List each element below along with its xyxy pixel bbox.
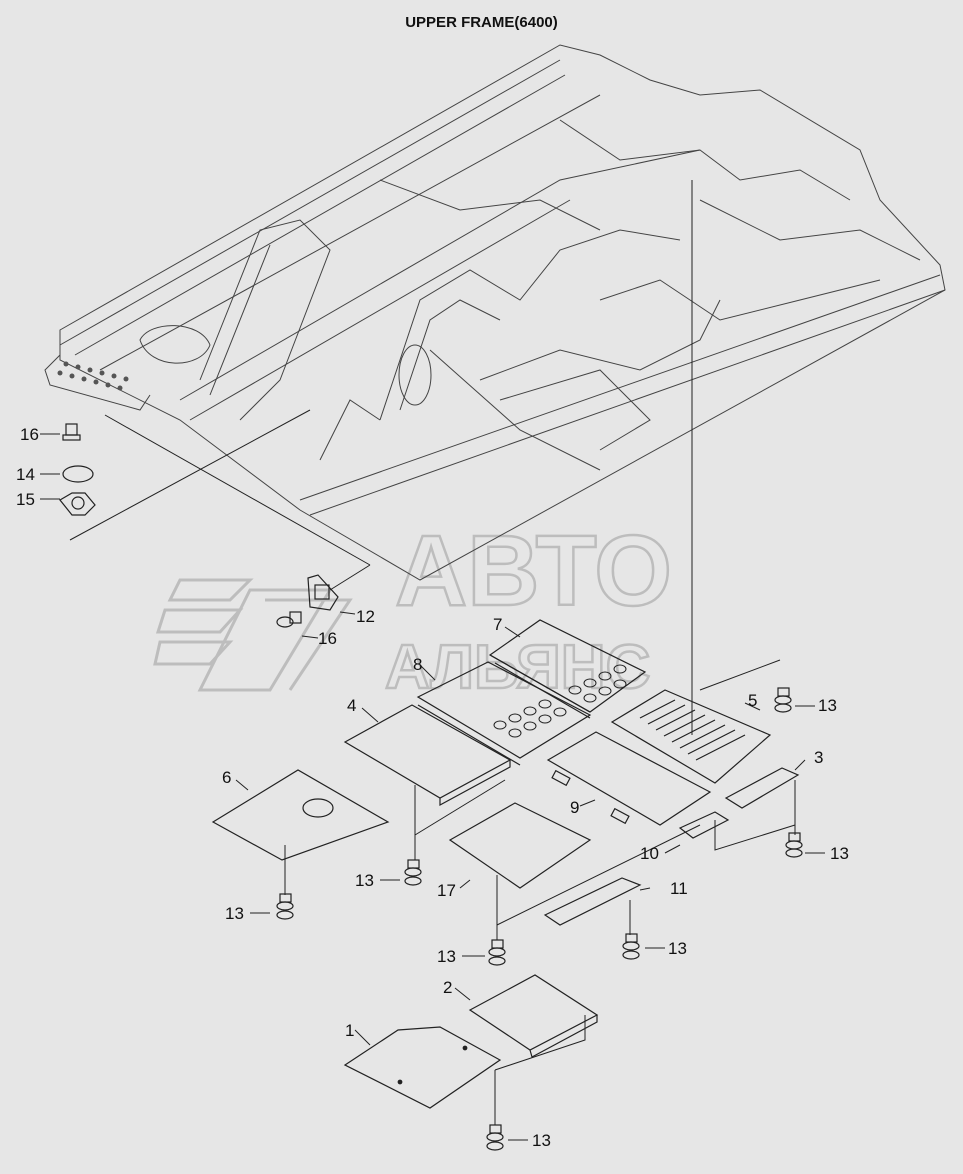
plate-4 <box>343 704 512 807</box>
callout-12: 12 <box>356 607 375 626</box>
bolt-16-upper-icon <box>62 423 81 441</box>
callout-15: 15 <box>16 490 35 509</box>
callout-11: 11 <box>670 879 688 898</box>
callout-14: 14 <box>16 465 35 484</box>
callout-7: 7 <box>493 615 502 634</box>
plate-9 <box>546 731 712 826</box>
callout-ticks <box>40 433 825 1141</box>
callout-4: 4 <box>347 696 356 715</box>
leader-lines <box>69 180 796 1125</box>
callout-9: 9 <box>570 798 579 817</box>
callout-17: 17 <box>437 881 456 900</box>
callout-13-f: 13 <box>668 939 687 958</box>
perforation-holes <box>493 664 627 738</box>
callout-2: 2 <box>443 978 452 997</box>
callout-13-c: 13 <box>355 871 374 890</box>
watermark: АВТО АЛЬЯНС <box>153 514 673 703</box>
callout-6: 6 <box>222 768 231 787</box>
bolt-16-lower-icon <box>276 611 302 628</box>
callout-13-g: 13 <box>532 1131 551 1150</box>
vent-11 <box>543 877 642 926</box>
plate-1 <box>343 1026 502 1109</box>
diagram-title: UPPER FRAME(6400) <box>405 14 558 31</box>
frame-perforation-dots <box>57 361 129 391</box>
plate-8 <box>416 661 592 766</box>
callout-3: 3 <box>814 748 823 767</box>
plate-6 <box>211 769 390 861</box>
callout-16-upper: 16 <box>20 425 39 444</box>
gasket-14 <box>62 465 94 483</box>
bolt-13-a-icon <box>774 687 792 713</box>
bolt-13-g-icon <box>486 1124 504 1151</box>
watermark-line1: АВТО <box>395 515 672 627</box>
bolt-icons <box>62 423 803 1151</box>
bolt-13-e-icon <box>488 939 506 966</box>
callout-1: 1 <box>345 1021 354 1040</box>
vent-10 <box>678 811 730 839</box>
flange-15 <box>59 492 96 516</box>
callout-labels: 1 2 3 4 5 6 7 8 9 10 11 12 13 13 13 13 1… <box>16 425 849 1150</box>
bolt-13-c-icon <box>404 859 422 886</box>
callout-13-d: 13 <box>225 904 244 923</box>
callout-13-b: 13 <box>830 844 849 863</box>
plate-5-grille <box>610 689 772 784</box>
callout-13-a: 13 <box>818 696 837 715</box>
callout-13-e: 13 <box>437 947 456 966</box>
plate-2 <box>468 974 599 1058</box>
bolt-13-f-icon <box>622 933 640 960</box>
vent-3 <box>724 767 800 809</box>
flange-12 <box>307 574 339 611</box>
callout-10: 10 <box>640 844 659 863</box>
watermark-logo-icon <box>153 578 353 692</box>
upper-frame-drawing <box>44 44 946 581</box>
callout-8: 8 <box>413 655 422 674</box>
callout-16-lower: 16 <box>318 629 337 648</box>
callout-5: 5 <box>748 691 757 710</box>
bolt-13-b-icon <box>785 832 803 858</box>
bolt-13-d-icon <box>276 893 294 920</box>
plate-17 <box>448 802 592 889</box>
